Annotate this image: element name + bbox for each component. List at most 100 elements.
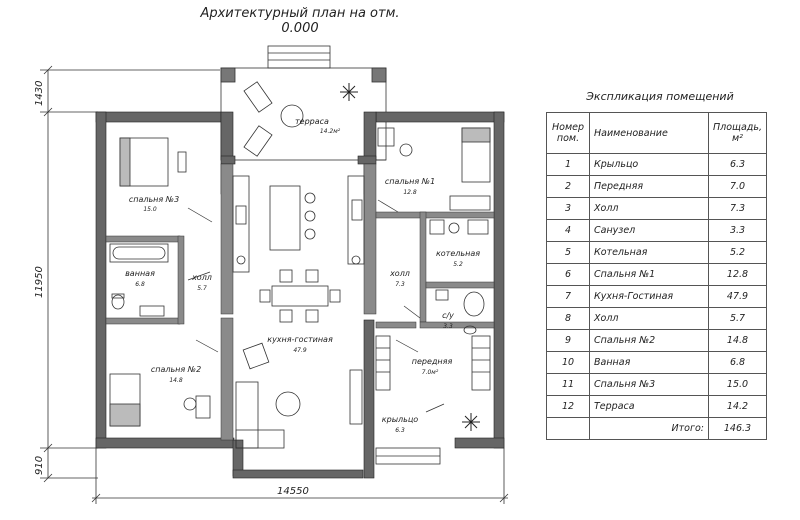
room-name-terrace: терраса xyxy=(295,117,329,126)
row-number: 10 xyxy=(546,351,590,374)
row-name: Холл xyxy=(589,197,709,220)
table-header-row: Номер пом. Наименование Площадь, м² xyxy=(546,112,767,154)
door-swings xyxy=(187,199,445,413)
dim-terrace-depth: 1430 xyxy=(34,81,45,106)
row-number: 9 xyxy=(546,329,590,352)
row-area: 6.3 xyxy=(708,153,767,176)
room-name-entry: передняя xyxy=(412,357,453,366)
room-area-bath: 6.8 xyxy=(135,281,145,288)
room-area-entry: 7.0м² xyxy=(422,369,439,376)
row-name: Санузел xyxy=(589,219,709,242)
room-area-bed2: 14.8 xyxy=(169,377,183,384)
row-area: 6.8 xyxy=(708,351,767,374)
row-number: 7 xyxy=(546,285,590,308)
room-name-bed2: спальня №2 xyxy=(151,365,201,374)
room-name-hall-left: холл xyxy=(191,273,212,282)
bed-icon xyxy=(109,373,211,427)
room-name-kitchen: кухня-гостиная xyxy=(267,335,333,344)
row-name: Спальня №1 xyxy=(589,263,709,286)
room-area-kitchen: 47.9 xyxy=(293,347,307,354)
plant-icon xyxy=(462,413,480,431)
explication-title: Экспликация помещений xyxy=(586,90,734,103)
row-number: 11 xyxy=(546,373,590,396)
total-label: Итого: xyxy=(589,417,709,440)
stairs-icon xyxy=(375,335,491,465)
room-area-bed3: 15.0 xyxy=(143,206,157,213)
terrace-area xyxy=(220,45,387,161)
row-area: 14.8 xyxy=(708,329,767,352)
row-number: 6 xyxy=(546,263,590,286)
room-name-boiler: котельная xyxy=(436,249,480,258)
row-area: 14.2 xyxy=(708,395,767,418)
dim-porch-depth: 910 xyxy=(34,456,45,475)
row-area: 7.3 xyxy=(708,197,767,220)
plan-title: Архитектурный план на отм. 0.000 xyxy=(200,6,400,36)
row-name: Холл xyxy=(589,307,709,330)
row-area: 15.0 xyxy=(708,373,767,396)
room-name-bed1: спальня №1 xyxy=(385,177,435,186)
row-number: 1 xyxy=(546,153,590,176)
room-area-hall-left: 5.7 xyxy=(197,285,207,292)
room-name-hall-right: холл xyxy=(389,269,410,278)
outer-walls xyxy=(95,111,505,479)
boiler-icon xyxy=(429,219,489,235)
toilet-icon xyxy=(435,289,485,335)
room-area-boiler: 5.2 xyxy=(453,261,463,268)
row-name: Спальня №2 xyxy=(589,329,709,352)
row-name: Кухня-Гостиная xyxy=(589,285,709,308)
bed-icon xyxy=(119,137,187,187)
row-area: 7.0 xyxy=(708,175,767,198)
row-number: 8 xyxy=(546,307,590,330)
row-number: 2 xyxy=(546,175,590,198)
row-name: Терраса xyxy=(589,395,709,418)
sofa-icon xyxy=(235,342,363,449)
room-area-hall-right: 7.3 xyxy=(395,281,405,288)
dining-table-icon xyxy=(259,269,341,323)
room-area-porch: 6.3 xyxy=(395,427,405,434)
room-name-bath: ванная xyxy=(125,269,155,278)
room-name-wc: с/у xyxy=(442,311,454,320)
header-room-number: Номер пом. xyxy=(546,112,590,154)
room-name-bed3: спальня №3 xyxy=(129,195,179,204)
row-number: 12 xyxy=(546,395,590,418)
row-area: 5.7 xyxy=(708,307,767,330)
row-name: Спальня №3 xyxy=(589,373,709,396)
row-name: Котельная xyxy=(589,241,709,264)
row-number: 5 xyxy=(546,241,590,264)
dimension-lines xyxy=(40,65,509,504)
header-room-name: Наименование xyxy=(589,112,709,154)
total-empty-cell xyxy=(546,417,590,440)
room-area-bed1: 12.8 xyxy=(403,189,417,196)
table-total-row: Итого: 146.3 xyxy=(546,417,767,440)
row-number: 4 xyxy=(546,219,590,242)
plant-icon xyxy=(340,83,358,101)
row-area: 47.9 xyxy=(708,285,767,308)
bed-icon xyxy=(377,127,491,211)
row-area: 12.8 xyxy=(708,263,767,286)
total-area: 146.3 xyxy=(708,417,767,440)
row-area: 5.2 xyxy=(708,241,767,264)
room-name-porch: крыльцо xyxy=(382,415,419,424)
row-name: Передняя xyxy=(589,175,709,198)
bathtub-icon xyxy=(109,243,169,317)
row-name: Крыльцо xyxy=(589,153,709,176)
header-room-area: Площадь, м² xyxy=(708,112,767,154)
row-number: 3 xyxy=(546,197,590,220)
kitchen-counter xyxy=(232,175,365,273)
row-area: 3.3 xyxy=(708,219,767,242)
room-area-terrace: 14.2м² xyxy=(320,128,341,135)
